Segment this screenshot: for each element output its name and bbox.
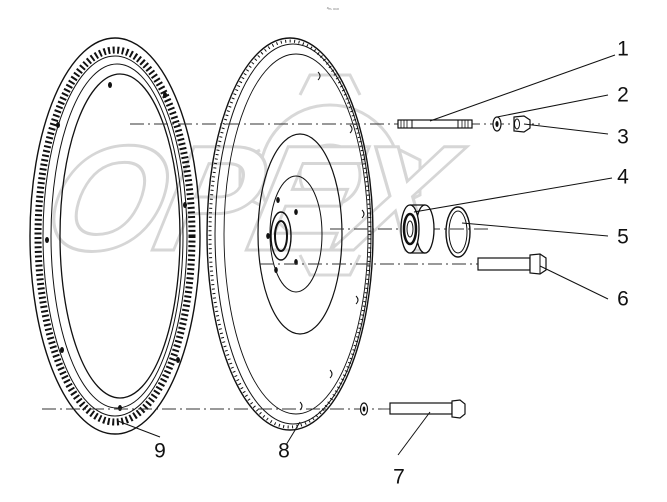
snap-ring-part-5 <box>445 206 471 258</box>
bolt-part-7 <box>359 399 466 419</box>
callout-9: 9 <box>154 440 166 463</box>
header-mark: ᵃₘ ₘₘ <box>327 6 340 12</box>
callout-3: 3 <box>617 126 629 149</box>
bolt-part-6 <box>477 253 547 275</box>
watermark: OPEX <box>30 73 475 284</box>
callout-8: 8 <box>278 440 290 463</box>
callout-2: 2 <box>617 84 629 107</box>
nut-part-3 <box>513 115 531 133</box>
callout-7: 7 <box>393 466 405 489</box>
leader-lines <box>117 54 616 456</box>
callout-4: 4 <box>617 166 629 189</box>
flywheel-part-8 <box>206 37 374 431</box>
callout-5: 5 <box>617 226 629 249</box>
callout-6: 6 <box>617 288 629 311</box>
bearing-part-4 <box>400 204 435 254</box>
stud-part-1 <box>397 119 473 129</box>
washer-part-2 <box>492 116 502 132</box>
watermark-text: OPEX <box>32 116 474 283</box>
ring-gear-part-9 <box>29 37 201 435</box>
callout-1: 1 <box>617 38 629 61</box>
